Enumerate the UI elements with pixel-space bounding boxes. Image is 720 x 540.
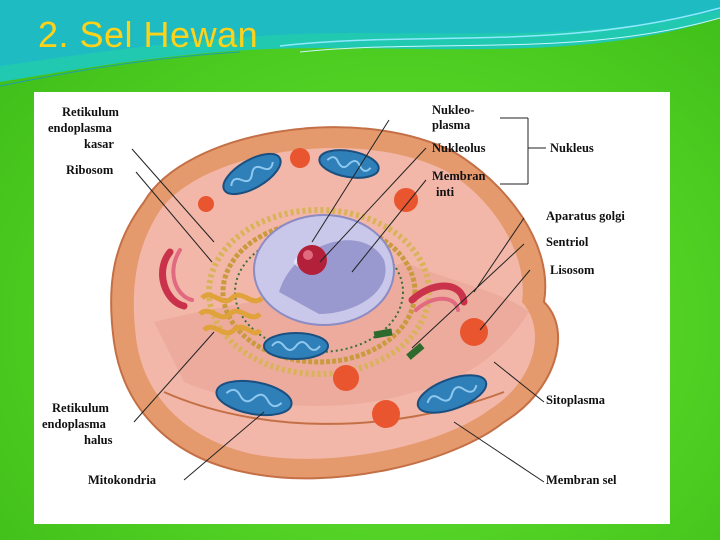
centriole-group xyxy=(373,328,425,360)
leader-lines xyxy=(131,117,546,483)
golgi-apparatus xyxy=(159,248,468,312)
animal-cell-svg: Retikulum endoplasma kasar Ribosom Retik… xyxy=(42,103,625,487)
label-sentriol: Sentriol xyxy=(546,235,589,249)
nucleus xyxy=(253,214,395,326)
label-mitokondria: Mitokondria xyxy=(88,473,157,487)
label-sitoplasma: Sitoplasma xyxy=(546,393,606,407)
label-lisosom: Lisosom xyxy=(550,263,595,277)
label-ribosom: Ribosom xyxy=(66,163,114,177)
label-rer-line3: kasar xyxy=(84,137,114,151)
label-membran-inti-line1: Membran xyxy=(432,169,486,183)
label-rer-line1: Retikulum xyxy=(62,105,120,119)
label-membran-sel: Membran sel xyxy=(546,473,617,487)
slide-title: 2. Sel Hewan xyxy=(38,14,259,55)
label-nukleolus: Nukleolus xyxy=(432,141,486,155)
label-nukleus: Nukleus xyxy=(550,141,594,155)
animal-cell-diagram: Retikulum endoplasma kasar Ribosom Retik… xyxy=(34,92,670,524)
lysosome-group xyxy=(198,148,488,428)
label-rer-line2: endoplasma xyxy=(48,121,113,135)
label-aparatus-golgi: Aparatus golgi xyxy=(546,209,625,223)
label-nukleoplasma-line2: plasma xyxy=(432,118,471,132)
smooth-er xyxy=(198,292,264,336)
label-ser-line2: endoplasma xyxy=(42,417,107,431)
label-membran-inti-line2: inti xyxy=(436,185,455,199)
header-wave-decoration xyxy=(0,0,720,87)
mitochondria-group xyxy=(215,149,488,417)
label-ser-line3: halus xyxy=(84,433,113,447)
label-ser-line1: Retikulum xyxy=(52,401,110,415)
label-nukleoplasma-line1: Nukleo- xyxy=(432,103,474,117)
